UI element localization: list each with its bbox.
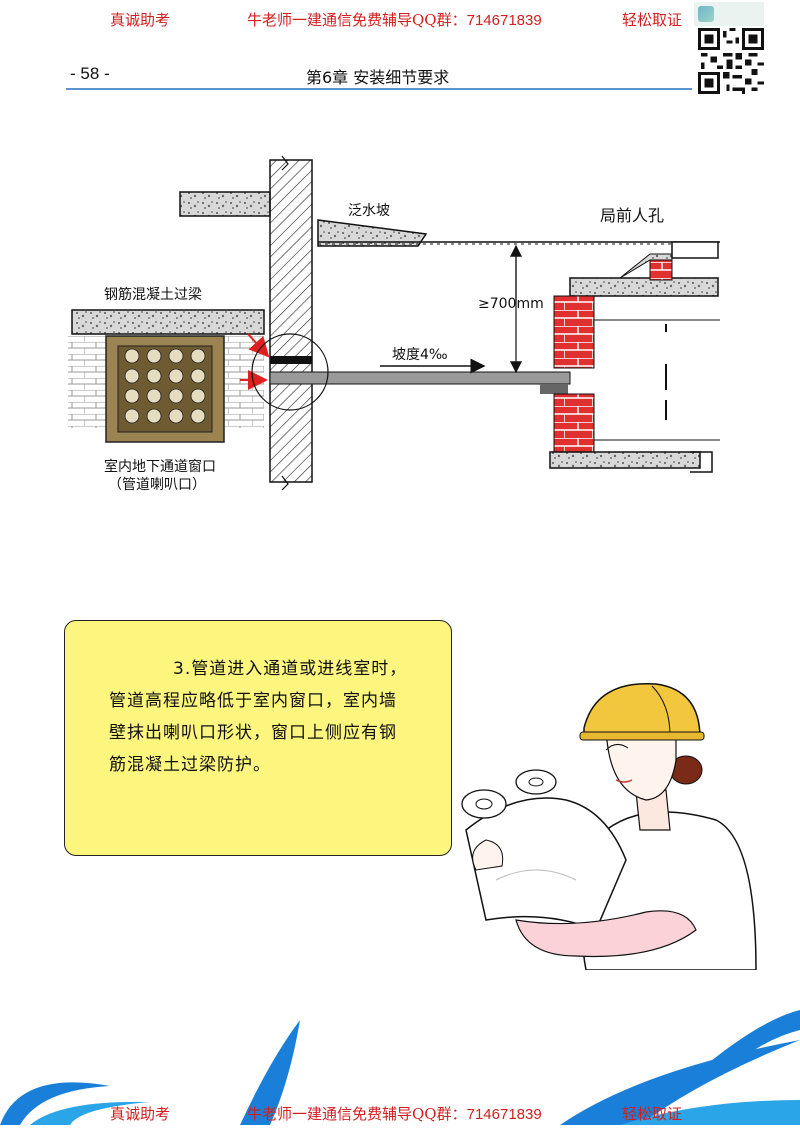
label-flood-slope: 泛水坡 xyxy=(348,203,390,219)
banner-qq-number: 714671839 xyxy=(466,12,542,29)
publisher-logo xyxy=(694,2,764,26)
banner-slogan-left: 真诚助考 xyxy=(110,1105,171,1123)
logo-mark-icon xyxy=(698,6,714,22)
label-clearance: ≥700mm xyxy=(478,296,544,312)
callout-box: 3.管道进入通道或进线室时，管道高程应略低于室内窗口，室内墙壁抹出喇叭口形状，窗… xyxy=(64,620,452,856)
page-number: - 58 - xyxy=(70,64,110,83)
qr-code-icon xyxy=(698,28,764,94)
pipe-entry-drawing xyxy=(68,155,720,491)
bottom-banner: 真诚助考 牛老师一建通信免费辅导QQ群：714671839 轻松取证 xyxy=(0,1094,800,1130)
label-window-line1: 室内地下通道窗口 xyxy=(104,459,216,475)
top-banner: 真诚助考 牛老师一建通信免费辅导QQ群：714671839 轻松取证 xyxy=(0,0,800,36)
header-rule xyxy=(66,88,692,90)
banner-qq-number: 714671839 xyxy=(466,1106,542,1123)
banner-qq-label: 牛老师一建通信免费辅导QQ群： xyxy=(247,11,467,29)
banner-slogan-right: 轻松取证 xyxy=(622,11,683,29)
label-slope: 坡度4‰ xyxy=(392,347,448,363)
label-window-line2: （管道喇叭口） xyxy=(108,477,206,493)
banner-qq-group: 牛老师一建通信免费辅导QQ群：714671839 xyxy=(247,1103,542,1124)
decorative-waves xyxy=(0,1010,800,1125)
banner-qq-label: 牛老师一建通信免费辅导QQ群： xyxy=(247,1105,467,1123)
chapter-title: 第6章 安装细节要求 xyxy=(306,68,450,87)
banner-qq-group: 牛老师一建通信免费辅导QQ群：714671839 xyxy=(247,9,542,30)
callout-text: 3.管道进入通道或进线室时，管道高程应略低于室内窗口，室内墙壁抹出喇叭口形状，窗… xyxy=(109,653,411,781)
banner-slogan-right: 轻松取证 xyxy=(622,1105,683,1123)
label-lintel: 钢筋混凝土过梁 xyxy=(104,287,202,303)
banner-slogan-left: 真诚助考 xyxy=(110,11,171,29)
worker-illustration xyxy=(461,682,757,970)
pipe-entry-diagram: 泛水坡 局前人孔 钢筋混凝土过梁 ≥700mm 坡度4‰ 室内地下通道窗口 （管… xyxy=(60,150,720,514)
label-manhole: 局前人孔 xyxy=(600,206,665,225)
callout-paragraph: 3.管道进入通道或进线室时，管道高程应略低于室内窗口，室内墙壁抹出喇叭口形状，窗… xyxy=(109,659,408,775)
